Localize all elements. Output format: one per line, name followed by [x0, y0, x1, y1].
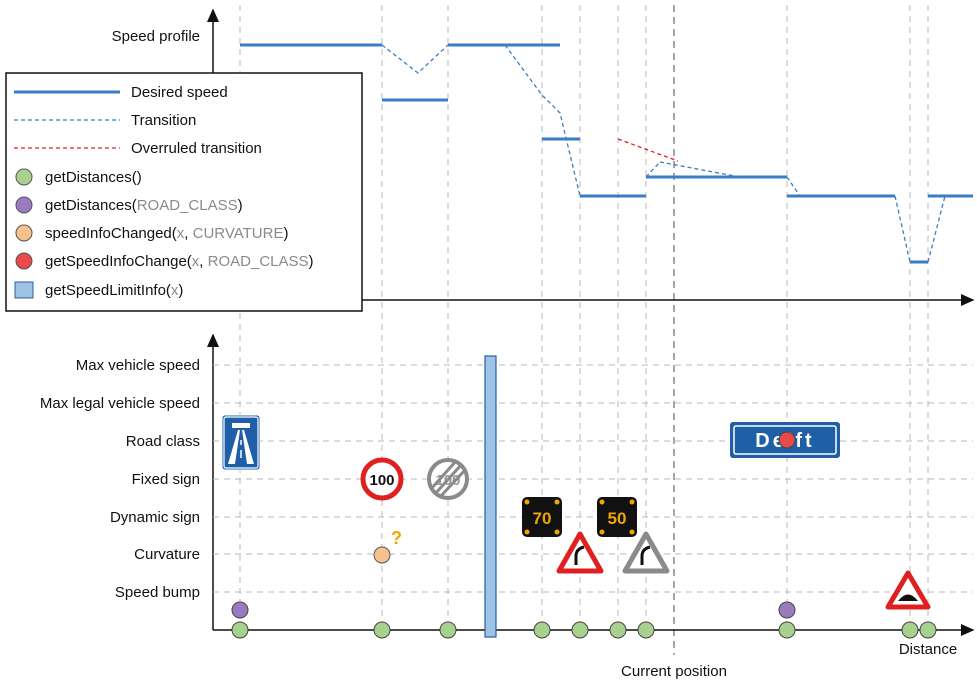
- curve-warning-sign-red-icon: [556, 531, 604, 574]
- row-label-road-class: Road class: [126, 433, 200, 450]
- row-label-curvature: Curvature: [134, 546, 200, 563]
- legend-get-distances-road-class: getDistances(ROAD_CLASS): [45, 197, 243, 214]
- row-label-speed-bump: Speed bump: [115, 584, 200, 601]
- legend: Desired speed Transition Overruled trans…: [5, 72, 363, 312]
- desired-speed-segments: [240, 43, 973, 264]
- get-distances-markers: [231, 621, 937, 639]
- legend-get-speed-limit-info-marker: [14, 281, 34, 299]
- row-label-fixed-sign: Fixed sign: [132, 471, 200, 488]
- legend-get-speed-limit-info: getSpeedLimitInfo(x): [45, 282, 183, 299]
- speed-limit-info-bar: [484, 355, 497, 638]
- speed-limit-100-text: 100: [369, 472, 394, 489]
- curve-warning-sign-gray-icon: [622, 531, 670, 574]
- get-distances-marker: [373, 621, 391, 639]
- dynamic-sign-50-text: 50: [608, 509, 627, 528]
- row-labels: Max vehicle speed Max legal vehicle spee…: [40, 357, 200, 601]
- get-distances-marker: [637, 621, 655, 639]
- end-limit-strike-icon: [429, 460, 467, 499]
- row-label-dynamic-sign: Dynamic sign: [110, 509, 200, 526]
- row-label-max-vehicle-speed: Max vehicle speed: [76, 357, 200, 374]
- legend-get-distances: getDistances(): [45, 169, 142, 186]
- row-label-max-legal-vehicle-speed: Max legal vehicle speed: [40, 395, 200, 412]
- speed-profile-label: Speed profile: [112, 28, 200, 45]
- transition-lines: [381, 44, 946, 263]
- get-distances-marker: [609, 621, 627, 639]
- legend-get-distances-marker: [15, 168, 33, 186]
- legend-overruled-transition: Overruled transition: [131, 140, 262, 157]
- overruled-transition-line: [617, 138, 679, 162]
- get-distances-marker: [533, 621, 551, 639]
- get-distances-marker: [901, 621, 919, 639]
- dynamic-sign-70-icon: [522, 497, 562, 537]
- get-distances-marker: [571, 621, 589, 639]
- legend-transition: Transition: [131, 112, 196, 129]
- motorway-sign-icon: [221, 414, 261, 471]
- legend-speed-info-changed: speedInfoChanged(x, CURVATURE): [45, 225, 288, 242]
- get-distances-road-class-marker: [231, 601, 249, 619]
- legend-speed-info-changed-marker: [15, 224, 33, 242]
- curvature-question-mark: ?: [391, 528, 402, 548]
- legend-box: [5, 72, 363, 312]
- legend-desired-speed: Desired speed: [131, 84, 228, 101]
- speed-limit-100-sign-icon: [360, 457, 404, 501]
- distance-axis-label: Distance: [899, 641, 957, 658]
- current-position-label: Current position: [621, 663, 727, 680]
- dynamic-sign-50-icon: [597, 497, 637, 537]
- get-distances-marker: [778, 621, 796, 639]
- get-distances-marker: [439, 621, 457, 639]
- dynamic-sign-70-text: 70: [533, 509, 552, 528]
- get-distances-road-class-marker: [778, 601, 796, 619]
- legend-get-speed-info-change-marker: [15, 252, 33, 270]
- get-speed-info-change-marker: [778, 431, 796, 449]
- get-distances-marker: [231, 621, 249, 639]
- vertical-guide-lines: [239, 5, 929, 630]
- legend-get-distances-road-class-marker: [15, 196, 33, 214]
- speed-bump-warning-sign-icon: [885, 570, 931, 610]
- get-distances-marker: [919, 621, 937, 639]
- speed-info-changed-marker: [373, 546, 391, 564]
- legend-get-speed-info-change: getSpeedInfoChange(x, ROAD_CLASS): [45, 253, 314, 270]
